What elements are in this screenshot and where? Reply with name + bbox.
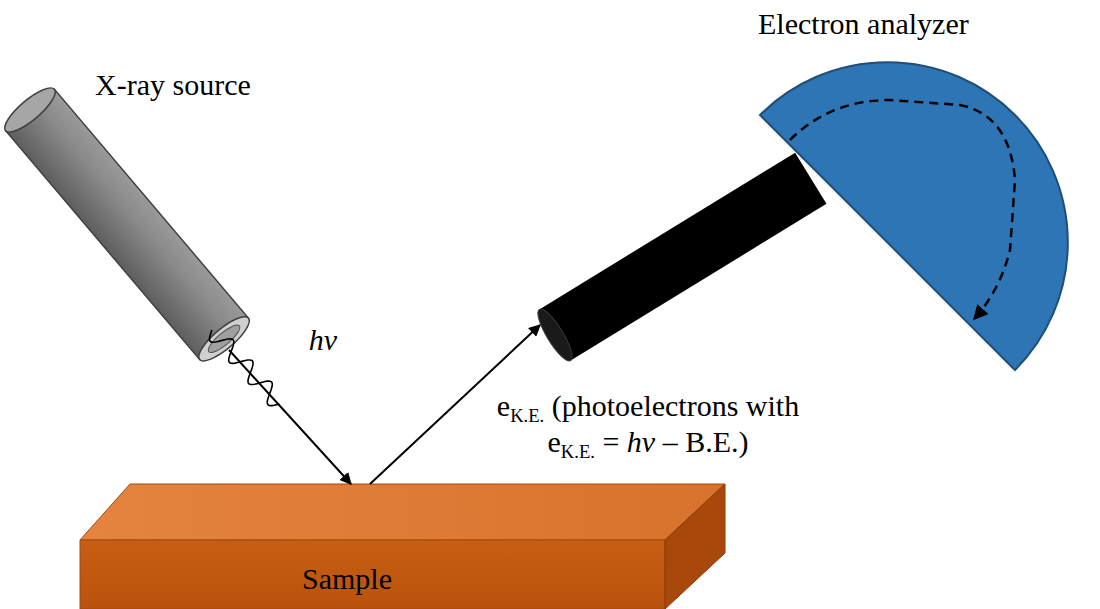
node-label: X-ray source <box>95 68 251 102</box>
photon-arrow <box>229 350 351 484</box>
lens-tube-body <box>539 153 826 361</box>
sample-node: Sample <box>80 484 725 609</box>
sample-top-face <box>80 484 725 540</box>
analyzer-lens-tube <box>533 153 827 365</box>
edge-label: eK.E. (photoelectrons with eK.E. = hv – … <box>478 388 818 460</box>
edge-label: hv <box>293 322 353 358</box>
x-ray-source-node: X-ray source <box>10 66 280 350</box>
photoelectron-arrow <box>370 325 540 484</box>
tube-back-cap <box>0 82 61 139</box>
hemispherical-analyzer <box>760 62 1068 370</box>
electron-analyzer-node: Electron analyzer <box>540 5 1095 380</box>
tube-body <box>6 89 249 359</box>
node-label: Sample <box>302 562 392 596</box>
sample-side-face <box>665 484 725 609</box>
node-label: Electron analyzer <box>758 7 969 41</box>
x-ray-tube <box>0 82 255 367</box>
tube-aperture <box>193 310 255 367</box>
tube-aperture-inner <box>205 321 243 356</box>
sample-front-face <box>80 540 665 609</box>
electron-trajectory <box>790 100 1015 318</box>
lens-tube-entrance <box>533 305 578 365</box>
